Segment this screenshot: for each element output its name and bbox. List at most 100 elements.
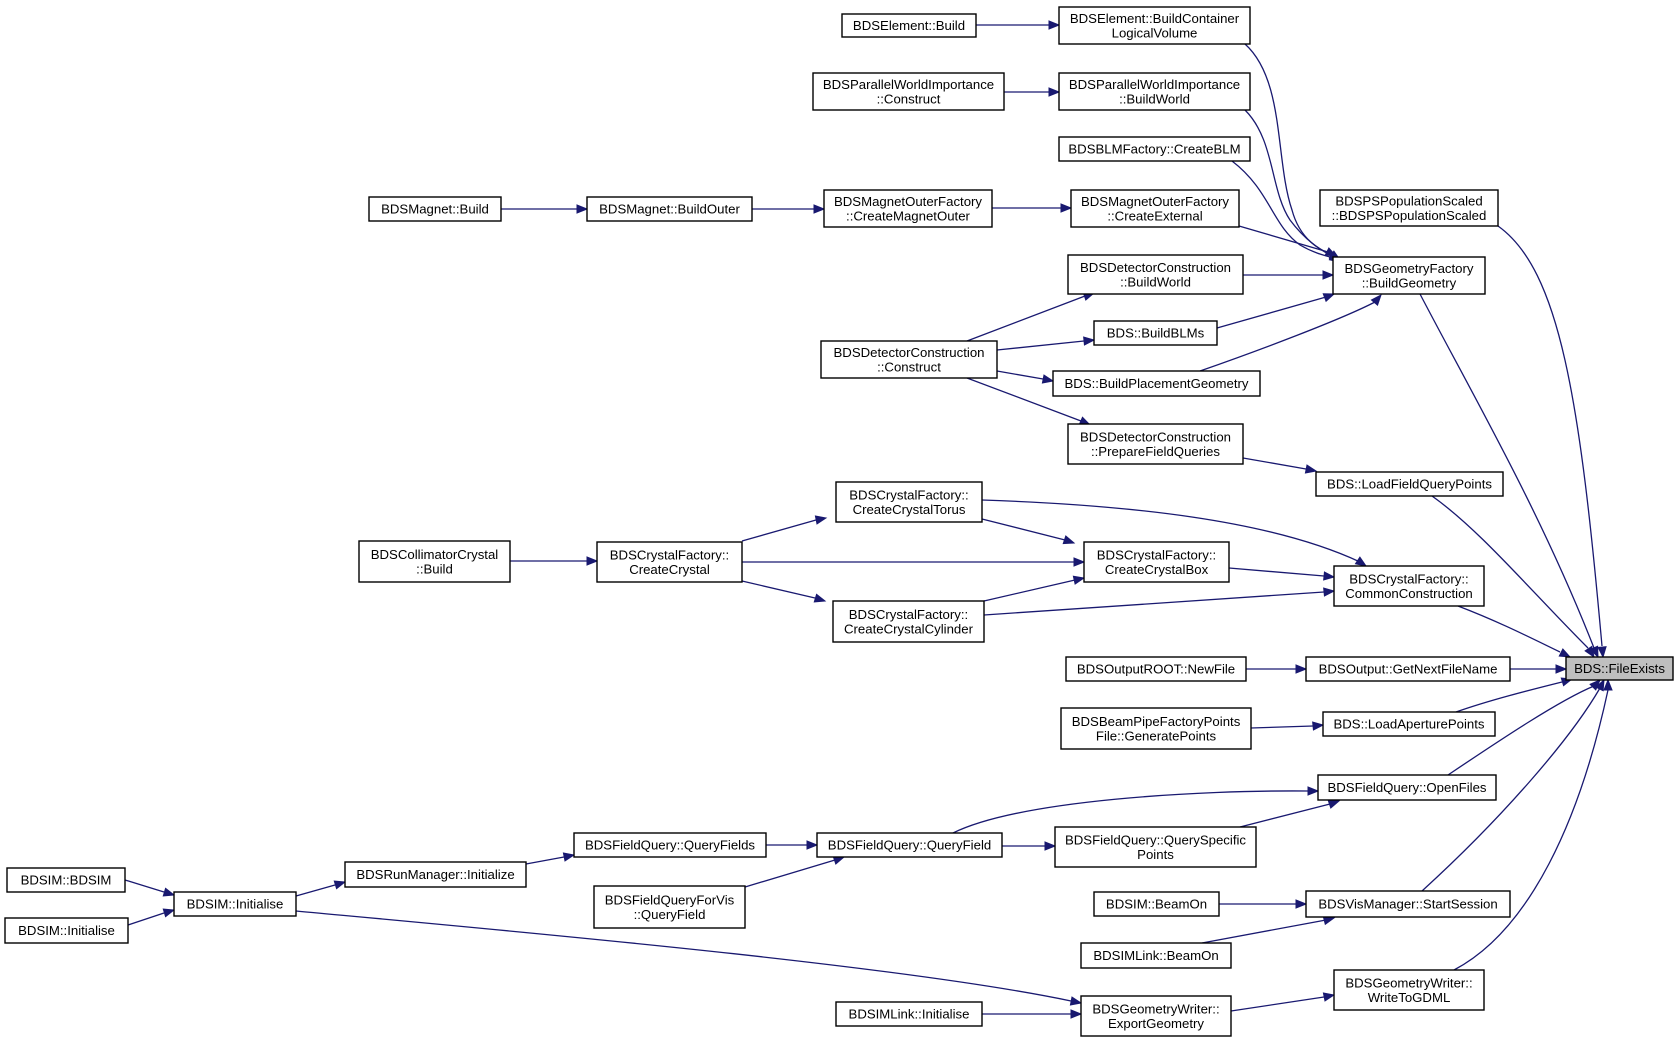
edge-dc_construct-to-bds_buildblms [996, 336, 1096, 351]
edge-cf_torus-to-cf_common [981, 499, 1368, 567]
node-bds-loadaperture[interactable]: BDS::LoadAperturePoints [1322, 711, 1496, 737]
node-mof-createmagnetouter[interactable]: BDSMagnetOuterFactory::CreateMagnetOuter [823, 189, 993, 228]
node-fq-queryfields[interactable]: BDSFieldQuery::QueryFields [573, 832, 767, 858]
edge-arrowhead [1322, 293, 1336, 303]
edge-line [983, 579, 1076, 602]
edge-collcrystal_build-to-cf_createcrystal [510, 556, 599, 566]
edge-arrowhead [1327, 799, 1341, 809]
edge-line [1421, 687, 1601, 892]
node-bdsim-bdsim[interactable]: BDSIM::BDSIM [6, 867, 126, 893]
edge-cf_torus-to-cf_box [981, 518, 1076, 545]
node-box [1093, 320, 1218, 346]
edge-line [1497, 225, 1603, 647]
node-gf-buildgeometry[interactable]: BDSGeometryFactory::BuildGeometry [1332, 256, 1486, 295]
node-bdsimlink-initialise[interactable]: BDSIMLink::Initialise [835, 1001, 983, 1027]
node-cf-common[interactable]: BDSCrystalFactory::CommonConstruction [1333, 565, 1485, 607]
node-cf-torus[interactable]: BDSCrystalFactory::CreateCrystalTorus [835, 481, 983, 523]
node-collcrystal-build[interactable]: BDSCollimatorCrystal::Build [358, 540, 511, 583]
node-bpf-generate[interactable]: BDSBeamPipeFactoryPointsFile::GeneratePo… [1060, 707, 1252, 750]
node-box [1083, 541, 1230, 583]
node-box [1067, 254, 1244, 295]
node-label: ExportGeometry [1108, 1016, 1204, 1031]
node-fq-openfiles[interactable]: BDSFieldQuery::OpenFiles [1317, 774, 1497, 801]
edge-line [1238, 225, 1329, 253]
node-cf-createcrystal[interactable]: BDSCrystalFactory::CreateCrystal [596, 541, 743, 583]
edge-bdsimlink_initialise-to-gw_exportgeometry [982, 1009, 1083, 1019]
node-label: BDSDetectorConstruction [1080, 260, 1231, 275]
node-fq-queryfield[interactable]: BDSFieldQuery::QueryField [816, 832, 1003, 858]
edge-line [295, 910, 1072, 1002]
edge-arrowhead [1354, 556, 1368, 567]
node-bdsim-beamon[interactable]: BDSIM::BeamOn [1093, 891, 1220, 917]
node-box [832, 600, 985, 643]
edge-out_getnext-to-file_exists [1510, 664, 1568, 674]
node-dc-buildworld[interactable]: BDSDetectorConstruction::BuildWorld [1067, 254, 1244, 295]
node-label: CreateCrystal [629, 562, 710, 577]
node-label: ::QueryField [634, 907, 706, 922]
edge-outroot_newfile-to-out_getnext [1246, 664, 1308, 674]
node-file-exists[interactable]: BDS::FileExists [1565, 656, 1674, 681]
edge-line [525, 856, 565, 865]
edge-line [996, 370, 1044, 380]
node-bdsim-initialise[interactable]: BDSIM::Initialise [173, 891, 297, 917]
node-blm-create[interactable]: BDSBLMFactory::CreateBLM [1058, 136, 1251, 162]
node-psp-scaled[interactable]: BDSPSPopulationScaled::BDSPSPopulationSc… [1319, 189, 1499, 227]
node-box [368, 196, 502, 222]
call-graph-edges [124, 20, 1613, 1019]
node-box [823, 189, 993, 228]
node-label: ::BuildWorld [1119, 91, 1190, 106]
node-rm-initialize[interactable]: BDSRunManager::Initialize [344, 861, 527, 888]
node-box [358, 540, 511, 583]
node-box [1315, 471, 1504, 497]
node-magnet-build[interactable]: BDSMagnet::Build [368, 196, 502, 222]
node-cf-cylinder[interactable]: BDSCrystalFactory::CreateCrystalCylinder [832, 600, 985, 643]
edge-arrowhead [1595, 678, 1605, 692]
edge-elem_build-to-elem_bcl [976, 20, 1061, 30]
node-vis-startsession[interactable]: BDSVisManager::StartSession [1305, 890, 1511, 918]
node-label: BDSCrystalFactory:: [1097, 547, 1216, 562]
node-label: BDSIM::Initialise [187, 897, 284, 912]
node-pwi-construct[interactable]: BDSParallelWorldImportance::Construct [812, 72, 1005, 111]
node-gw-writetogdml[interactable]: BDSGeometryWriter::WriteToGDML [1333, 969, 1485, 1011]
edge-cf_createcrystal-to-cf_box [742, 557, 1086, 567]
node-label: BDSDetectorConstruction [834, 345, 985, 360]
node-elem-build[interactable]: BDSElement::Build [841, 13, 977, 38]
edge-arrowhead [1312, 721, 1325, 731]
node-outroot-newfile[interactable]: BDSOutputROOT::NewFile [1065, 656, 1247, 682]
node-cf-box[interactable]: BDSCrystalFactory::CreateCrystalBox [1083, 541, 1230, 583]
node-out-getnext[interactable]: BDSOutput::GetNextFileName [1305, 656, 1511, 682]
node-gw-exportgeometry[interactable]: BDSGeometryWriter::ExportGeometry [1080, 995, 1232, 1037]
node-label: CreateCrystalCylinder [844, 621, 974, 636]
node-dc-preparefq[interactable]: BDSDetectorConstruction::PrepareFieldQue… [1067, 423, 1244, 465]
edge-bds_buildblms-to-gf_buildgeometry [1216, 293, 1336, 329]
edge-cf_createcrystal-to-cf_cylinder [741, 580, 827, 603]
node-pwi-buildworld[interactable]: BDSParallelWorldImportance::BuildWorld [1058, 72, 1251, 111]
edge-bdsim_bdsim-to-bdsim_initialise [124, 879, 176, 897]
node-bds-buildplacement[interactable]: BDS::BuildPlacementGeometry [1052, 370, 1261, 397]
node-label: BDSIM::BeamOn [1106, 897, 1207, 912]
node-label: BDSBeamPipeFactoryPoints [1072, 714, 1241, 729]
node-label: ::BuildGeometry [1362, 275, 1457, 290]
node-box [1058, 136, 1251, 162]
edge-arrowhead [162, 887, 176, 897]
node-box [1067, 423, 1244, 465]
node-dc-construct[interactable]: BDSDetectorConstruction::Construct [820, 340, 998, 379]
node-box [1333, 565, 1485, 607]
node-label: BDSMagnet::BuildOuter [599, 202, 740, 217]
node-label: BDSElement::Build [853, 18, 965, 33]
node-bds-buildblms[interactable]: BDS::BuildBLMs [1093, 320, 1218, 346]
node-bds-loadfqp[interactable]: BDS::LoadFieldQueryPoints [1315, 471, 1504, 497]
node-label: ::PrepareFieldQueries [1091, 444, 1220, 459]
edge-arrowhead [1295, 899, 1308, 909]
node-mof-createexternal[interactable]: BDSMagnetOuterFactory::CreateExternal [1070, 189, 1240, 228]
edge-fq_queryfield-to-fq_queryspecific [1002, 841, 1057, 851]
node-bdsim-initialise-caller[interactable]: BDSIM::Initialise [4, 917, 129, 944]
edge-bds_buildplacement-to-gf_buildgeometry [1199, 293, 1382, 372]
node-magnet-buildouter[interactable]: BDSMagnet::BuildOuter [586, 196, 753, 222]
node-fqvis-queryfield[interactable]: BDSFieldQueryForVis::QueryField [593, 885, 746, 929]
node-bdsimlink-beamon[interactable]: BDSIMLink::BeamOn [1080, 942, 1232, 969]
node-box [1565, 656, 1674, 681]
edge-line [996, 340, 1085, 351]
